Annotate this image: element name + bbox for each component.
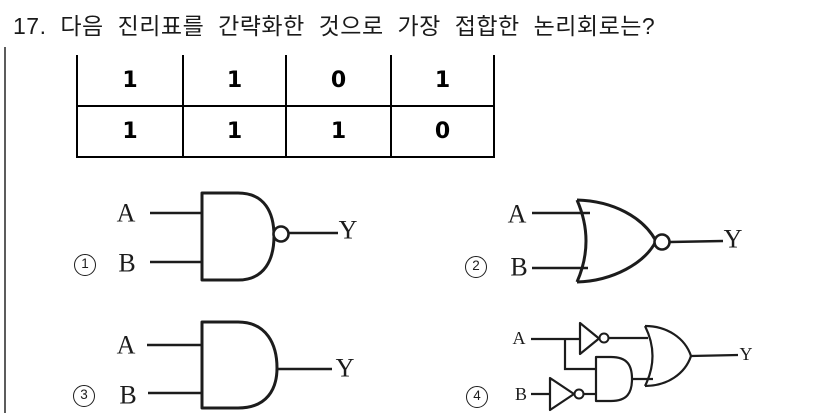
truth-table-cell: 1 [76, 55, 182, 107]
and-gate-body [594, 355, 634, 403]
inversion-bubble [272, 225, 290, 243]
output-y-label: Y [740, 344, 753, 364]
question-number: 17. [13, 13, 47, 39]
input-a-label: A [117, 199, 136, 228]
and-gate-diagram: A B Y [117, 320, 355, 410]
truth-table-cell: 0 [285, 55, 390, 107]
output-y-label: Y [724, 225, 743, 254]
nor-gate-diagram: A B Y [508, 198, 743, 284]
input-a-branch-wire [563, 339, 596, 371]
page-edge-line [4, 47, 6, 413]
input-a-label: A [513, 328, 526, 348]
truth-table-cell: 1 [390, 55, 495, 107]
not-a-bubble [598, 332, 610, 344]
input-a-label: A [117, 331, 136, 360]
input-b-label: B [510, 253, 527, 282]
not-gate-a [578, 321, 601, 356]
output-wire [690, 353, 739, 358]
truth-table-cell: 1 [76, 107, 182, 158]
or-gate-bottom-curve [644, 355, 693, 388]
nor-gate-back-curve [575, 199, 588, 283]
inversion-bubble [653, 233, 671, 251]
output-y-label: Y [336, 354, 355, 383]
composite-circuit-diagram: A B Y [513, 321, 753, 412]
input-b-label: B [119, 381, 136, 410]
not-gate-b [548, 376, 576, 412]
option-2-number: 2 [465, 256, 487, 278]
or-gate-back-curve [644, 325, 654, 387]
nand-gate-body [200, 191, 276, 282]
nor-gate-bottom-curve [576, 240, 658, 284]
option-4-number: 4 [466, 386, 488, 408]
question-title: 17. 다음 진리표를 간략화한 것으로 가장 접합한 논리회로는? [13, 7, 655, 41]
question-text: 다음 진리표를 간략화한 것으로 가장 접합한 논리회로는? [60, 13, 656, 39]
not-b-bubble [573, 388, 585, 400]
option-1-number: 1 [74, 254, 96, 276]
output-y-label: Y [339, 216, 358, 245]
nand-gate-diagram: A B Y [117, 191, 358, 282]
truth-table-cell: 1 [182, 55, 285, 107]
truth-table-cell: 1 [285, 107, 390, 158]
input-a-label: A [508, 200, 527, 229]
output-wire [669, 239, 724, 244]
or-gate-top-curve [644, 324, 693, 357]
option-3-number: 3 [73, 385, 95, 407]
input-b-label: B [118, 249, 135, 278]
truth-table-cell: 0 [390, 107, 495, 158]
and-gate-body [200, 320, 279, 410]
truth-table: 1 1 0 1 1 1 1 0 [76, 55, 495, 158]
input-b-label: B [515, 384, 527, 404]
truth-table-cell: 1 [182, 107, 285, 158]
nor-gate-top-curve [576, 198, 658, 242]
